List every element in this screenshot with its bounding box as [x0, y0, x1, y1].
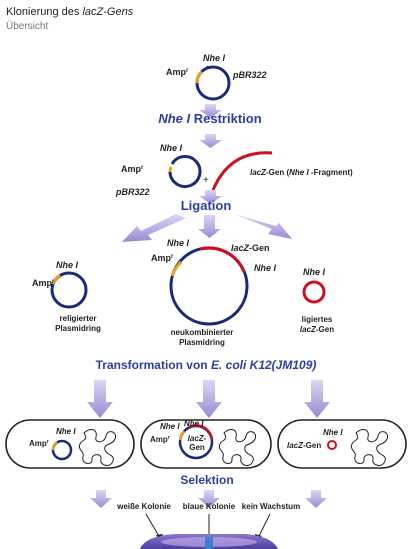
- title-gene: lacZ-Gens: [82, 6, 134, 18]
- lacz-fragment-label: lacZ-Gen (Nhe I -Fragment): [250, 168, 353, 177]
- amp-gene-segment: [168, 166, 173, 173]
- down-arrow: [305, 490, 327, 508]
- amp-label: Ampr: [121, 164, 144, 174]
- religated-label-line1: religierter: [60, 314, 97, 323]
- pbr322-label: pBR322: [232, 70, 267, 80]
- amp-gene-segment: [170, 260, 183, 277]
- nhe-label: Nhe I: [160, 143, 183, 153]
- pbr322-plasmid: [195, 65, 231, 101]
- cell-lacz-gen-label: lacZ-Gen: [287, 441, 321, 450]
- amp-gene-segment: [51, 440, 58, 451]
- nhe-label: Nhe I: [56, 260, 79, 270]
- amp-gene-segment: [178, 430, 185, 441]
- transformation-heading: Transformation von E. coli K12(JM109): [96, 358, 317, 372]
- white-colony-label: weiße Kolonie: [116, 502, 171, 511]
- down-arrow: [199, 134, 222, 148]
- amp-label: Ampr: [151, 253, 174, 263]
- linear-plasmid-ring: [168, 155, 202, 188]
- nhe-label: Nhe I: [303, 267, 326, 277]
- ligated-label-line1: ligiertes: [302, 315, 333, 324]
- recombinant-label-line2: Plasmidring: [179, 338, 225, 347]
- down-arrow: [198, 490, 220, 508]
- amp-label: Ampr: [32, 278, 55, 288]
- ligated-lacz-ring: [302, 280, 326, 304]
- ligation-heading: Ligation: [181, 198, 232, 213]
- branch-arrow-right: [234, 214, 292, 239]
- down-arrow: [198, 215, 221, 238]
- down-arrow: [90, 490, 112, 508]
- amp-label: Ampr: [166, 67, 189, 77]
- bacterial-chromosome: [350, 429, 389, 466]
- title-text: Klonierung des: [6, 6, 83, 18]
- lacz-ring-in-cell: [327, 440, 337, 450]
- figure-subtitle: Übersicht: [6, 21, 49, 32]
- nhe-label: Nhe I: [323, 428, 343, 437]
- selection-heading: Selektion: [180, 473, 233, 487]
- nhe-label: Nhe I: [167, 238, 190, 248]
- lacz-fragment: [211, 151, 273, 191]
- pbr322-label: pBR322: [115, 187, 150, 197]
- lacz-gen-label: lacZ-Gen: [231, 243, 270, 253]
- down-arrow: [199, 104, 222, 118]
- pbr322-ring: [195, 65, 231, 101]
- bacterial-chromosome: [218, 429, 257, 466]
- recombinant-label-line1: neukombinierter: [171, 328, 234, 337]
- bacterial-chromosome: [78, 429, 117, 466]
- religated-label-line2: Plasmidring: [55, 324, 101, 333]
- amp-label: Ampr: [150, 435, 170, 444]
- nhe-label: Nhe I: [56, 427, 76, 436]
- nhe-label: Nhe I: [203, 53, 226, 63]
- plus-sign: +: [203, 175, 209, 186]
- down-arrow: [199, 190, 222, 204]
- bacterial-cell: [140, 419, 272, 469]
- bacterial-cell: [277, 419, 407, 469]
- cell-lacz-label-line1: lacZ-: [188, 434, 207, 443]
- blue-colony-mark: [205, 537, 213, 549]
- figure-title: Klonierung des lacZ-Gens: [6, 6, 133, 18]
- down-arrow: [196, 380, 222, 418]
- blue-colony-label: blaue Kolonie: [183, 502, 236, 511]
- nhe-label: Nhe I: [160, 422, 180, 431]
- down-arrow: [304, 380, 330, 418]
- amp-gene-segment: [51, 273, 61, 285]
- cut-plasmid: [168, 155, 202, 188]
- nhe-label: Nhe I: [184, 419, 204, 428]
- nhe-label: Nhe I: [254, 263, 277, 273]
- ligated-label-line2: lacZ-Gen: [300, 325, 334, 334]
- down-arrow: [87, 380, 113, 418]
- amp-gene-segment: [195, 70, 203, 84]
- lacz-insert-segment: [188, 424, 214, 441]
- cell-lacz-label-line2: Gen: [189, 443, 205, 452]
- lacz-insert-segment: [199, 246, 246, 273]
- amp-label: Ampr: [29, 439, 49, 448]
- branch-arrow-left: [122, 214, 186, 242]
- religated-plasmid-ring: [50, 271, 88, 309]
- restriction-heading: Nhe I Restriktion: [158, 111, 261, 126]
- no-growth-label: kein Wachstum: [242, 502, 300, 511]
